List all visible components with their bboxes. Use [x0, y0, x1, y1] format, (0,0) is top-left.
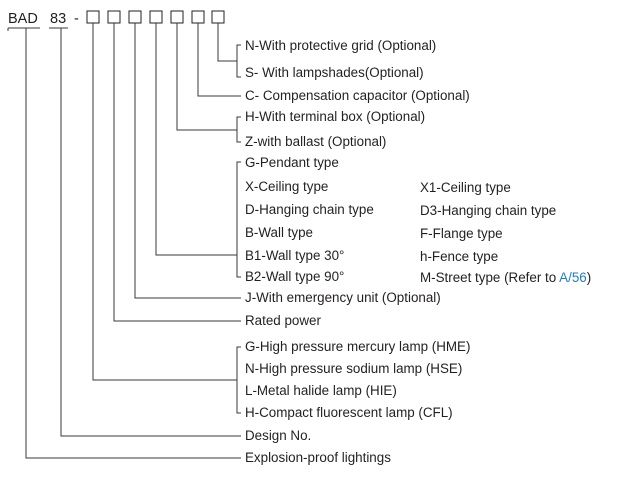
mount-wall-90: B2-Wall type 90° [245, 269, 344, 284]
code-slot-6 [191, 10, 205, 24]
option-compensation-capacitor: C- Compensation capacitor (Optional) [245, 88, 470, 103]
code-separator: - [74, 11, 79, 27]
code-slot-boxes [86, 10, 225, 24]
option-emergency-unit: J-With emergency unit (Optional) [245, 290, 441, 305]
mount-fence: h-Fence type [420, 249, 498, 264]
mount-ceiling: X-Ceiling type [245, 179, 328, 194]
mount-hanging-chain: D-Hanging chain type [245, 202, 374, 217]
mount-street-close: ) [587, 270, 591, 285]
mount-street: M-Street type (Refer to A/56) [420, 270, 591, 285]
mount-street-label: M-Street type (Refer to [420, 270, 559, 285]
code-slot-2 [107, 10, 121, 24]
option-labels: N-With protective grid (Optional) S- Wit… [245, 38, 591, 465]
mount-pendant: G-Pendant type [245, 155, 339, 170]
model-number: 83 [50, 11, 66, 27]
code-slot-4 [149, 10, 163, 24]
code-slot-1 [86, 10, 100, 24]
mount-wall-30: B1-Wall type 30° [245, 248, 344, 263]
lamp-compact-fluorescent: H-Compact fluorescent lamp (CFL) [245, 405, 453, 420]
code-slot-7 [211, 10, 225, 24]
connector-lines [25, 23, 241, 459]
lamp-mercury: G-High pressure mercury lamp (HME) [245, 339, 470, 354]
option-protective-grid: N-With protective grid (Optional) [245, 38, 436, 53]
option-terminal-box: H-With terminal box (Optional) [245, 109, 425, 124]
page-reference-link[interactable]: A/56 [559, 270, 587, 285]
lamp-metal-halide: L-Metal halide lamp (HIE) [245, 383, 397, 398]
option-ballast: Z-with ballast (Optional) [245, 134, 386, 149]
design-number-label: Design No. [245, 428, 311, 443]
mount-hanging-chain-d3: D3-Hanging chain type [420, 203, 556, 218]
rated-power-label: Rated power [245, 313, 321, 328]
product-family-label: Explosion-proof lightings [245, 450, 391, 465]
lamp-sodium: N-High pressure sodium lamp (HSE) [245, 361, 462, 376]
mount-wall: B-Wall type [245, 225, 313, 240]
option-lampshades: S- With lampshades(Optional) [245, 65, 424, 80]
mount-ceiling-x1: X1-Ceiling type [420, 180, 511, 195]
code-slot-3 [128, 10, 142, 24]
series-code: BAD [8, 11, 38, 27]
mount-flange: F-Flange type [420, 226, 503, 241]
code-slot-5 [170, 10, 184, 24]
